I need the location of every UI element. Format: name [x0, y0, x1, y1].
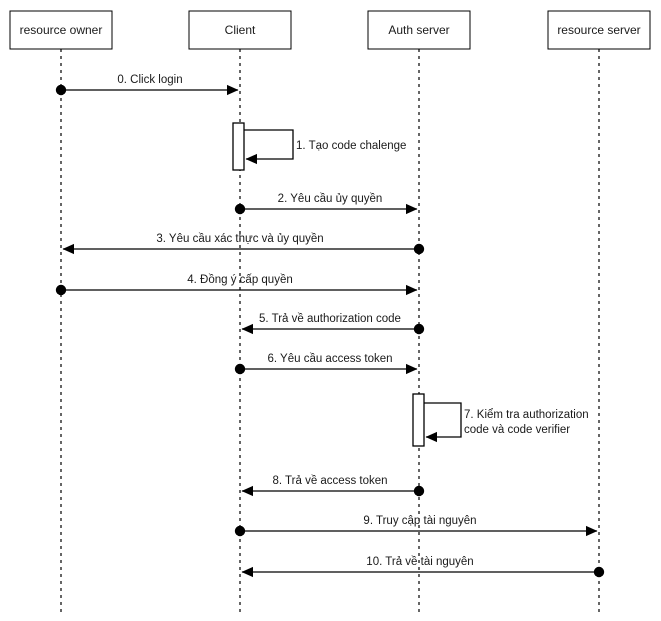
- message-label-msg-6: 6. Yêu cầu access token: [267, 353, 392, 365]
- message-origin-dot-msg-3: [413, 243, 425, 255]
- message-origin-dot-msg-4: [55, 284, 67, 296]
- participant-box-resource-server[interactable]: [547, 10, 651, 50]
- participant-label-resource-owner: resource owner: [20, 23, 103, 37]
- message-msg-0[interactable]: 0. Click login: [55, 74, 239, 96]
- message-label-msg-7: 7. Kiểm tra authorization: [464, 409, 589, 421]
- self-message-arrow-msg-1: [244, 129, 294, 165]
- activation-bar-msg-7: [412, 393, 425, 447]
- self-message-arrow-msg-7: [424, 402, 462, 443]
- message-msg-7[interactable]: 7. Kiểm tra authorization code và code ve…: [412, 393, 589, 447]
- message-msg-5[interactable]: 5. Trả về authorization code: [241, 313, 425, 335]
- participant-label-resource-server: resource server: [557, 23, 640, 37]
- participant-label-auth-server: Auth server: [388, 23, 449, 37]
- message-msg-2[interactable]: 2. Yêu cầu ủy quyền: [234, 193, 418, 215]
- message-origin-dot-msg-5: [413, 323, 425, 335]
- message-msg-8[interactable]: 8. Trả về access token: [241, 475, 425, 497]
- message-label-msg-1: 1. Tạo code chalenge: [296, 140, 406, 152]
- message-label-msg-2: 2. Yêu cầu ủy quyền: [278, 193, 383, 205]
- message-origin-dot-msg-6: [234, 363, 246, 375]
- messages-layer: 0. Click login 1. Tạo code chalenge 2. Yêu…: [55, 74, 605, 578]
- message-label-msg-9: 9. Truy cập tài nguyên: [363, 515, 476, 527]
- message-msg-3[interactable]: 3. Yêu cầu xác thực và ủy quyền: [62, 233, 425, 255]
- message-msg-6[interactable]: 6. Yêu cầu access token: [234, 353, 418, 375]
- message-label2-msg-7: code và code verifier: [464, 424, 570, 436]
- participant-client[interactable]: Client: [188, 10, 292, 615]
- participant-box-auth-server[interactable]: [367, 10, 471, 50]
- participant-box-client[interactable]: [188, 10, 292, 50]
- message-msg-10[interactable]: 10. Trả về tài nguyên: [241, 556, 605, 578]
- message-origin-dot-msg-2: [234, 203, 246, 215]
- message-origin-dot-msg-8: [413, 485, 425, 497]
- message-label-msg-0: 0. Click login: [117, 74, 182, 86]
- participant-resource-server[interactable]: resource server: [547, 10, 651, 615]
- message-label-msg-5: 5. Trả về authorization code: [259, 313, 401, 325]
- message-label-msg-10: 10. Trả về tài nguyên: [366, 556, 473, 568]
- message-label-msg-8: 8. Trả về access token: [272, 475, 387, 487]
- message-label-msg-3: 3. Yêu cầu xác thực và ủy quyền: [156, 233, 323, 245]
- participant-box-resource-owner[interactable]: [9, 10, 113, 50]
- message-msg-4[interactable]: 4. Đồng ý cấp quyền: [55, 274, 418, 296]
- message-label-msg-4: 4. Đồng ý cấp quyền: [187, 274, 293, 286]
- participant-resource-owner[interactable]: resource owner: [9, 10, 113, 615]
- message-origin-dot-msg-0: [55, 84, 67, 96]
- message-msg-1[interactable]: 1. Tạo code chalenge: [232, 122, 406, 171]
- activation-bar-msg-1: [232, 122, 245, 171]
- message-origin-dot-msg-9: [234, 525, 246, 537]
- participant-label-client: Client: [225, 23, 256, 37]
- message-origin-dot-msg-10: [593, 566, 605, 578]
- message-msg-9[interactable]: 9. Truy cập tài nguyên: [234, 515, 598, 537]
